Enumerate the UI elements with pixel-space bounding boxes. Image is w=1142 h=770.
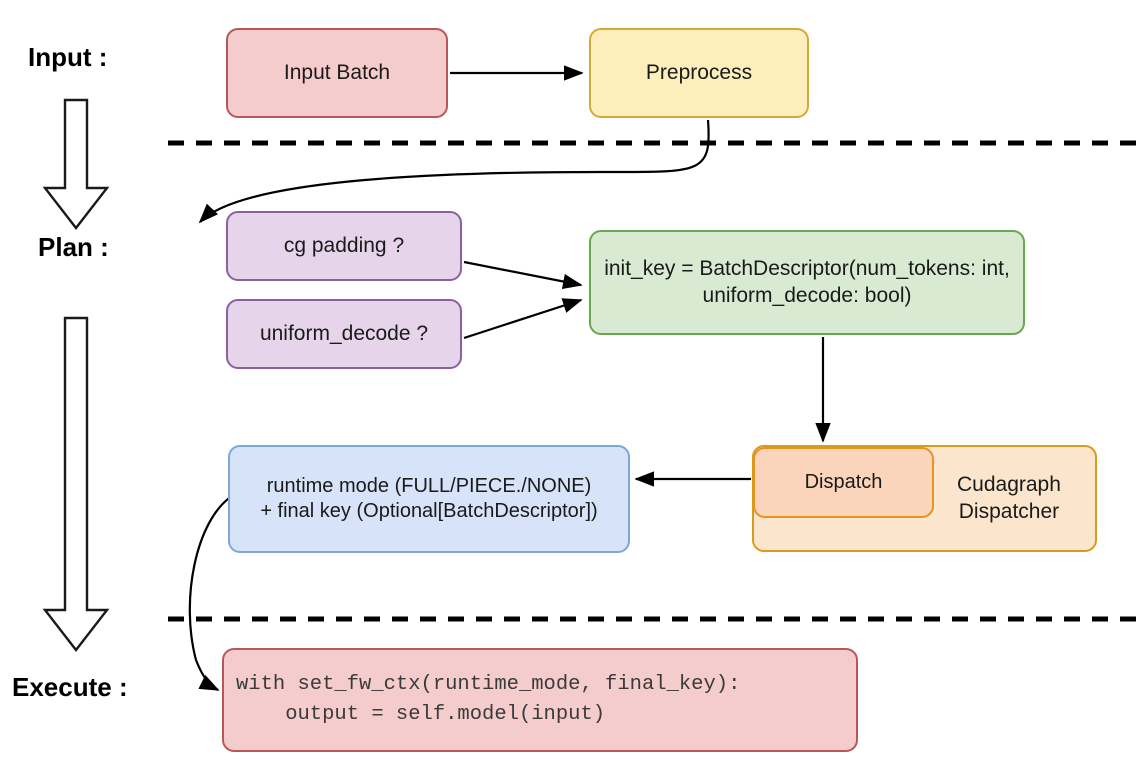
input-to-plan-block-arrow (42, 98, 110, 230)
node-input-batch: Input Batch (226, 28, 448, 118)
connector-preprocess-to-cg-padding (198, 119, 710, 224)
node-uniform-decode: uniform_decode ? (226, 299, 462, 369)
connector-uniform-decode-to-init-key (463, 298, 583, 340)
node-label-dispatch: Dispatch (804, 471, 883, 493)
node-label-input-batch: Input Batch (283, 60, 391, 84)
stage-label-plan: Plan : (38, 232, 109, 262)
node-label-uniform-decode: uniform_decode ? (259, 321, 429, 345)
node-label-preprocess: Preprocess (645, 60, 753, 84)
stage-label-input: Input : (28, 42, 108, 72)
flow-connectors (188, 65, 831, 691)
plan-to-execute-block-arrow (42, 316, 110, 652)
node-cg-padding: cg padding ? (226, 211, 462, 281)
node-dispatch: Dispatch (753, 447, 934, 518)
node-init-key: init_key = BatchDescriptor(num_tokens: i… (589, 230, 1025, 335)
connector-cg-padding-to-init-key (463, 260, 583, 290)
node-execute-code: with set_fw_ctx(runtime_mode, final_key)… (222, 648, 858, 752)
stage-label-execute: Execute : (12, 672, 128, 702)
node-label-runtime-mode: runtime mode (FULL/PIECE./NONE)+ final k… (260, 475, 598, 522)
node-runtime-mode: runtime mode (FULL/PIECE./NONE)+ final k… (228, 445, 630, 553)
node-label-init-key: init_key = BatchDescriptor(num_tokens: i… (604, 257, 1010, 307)
node-label-execute-code: with set_fw_ctx(runtime_mode, final_key)… (236, 673, 741, 726)
node-preprocess: Preprocess (589, 28, 809, 118)
node-label-cg-padding: cg padding ? (283, 233, 405, 257)
stage-block-arrows (42, 98, 110, 652)
